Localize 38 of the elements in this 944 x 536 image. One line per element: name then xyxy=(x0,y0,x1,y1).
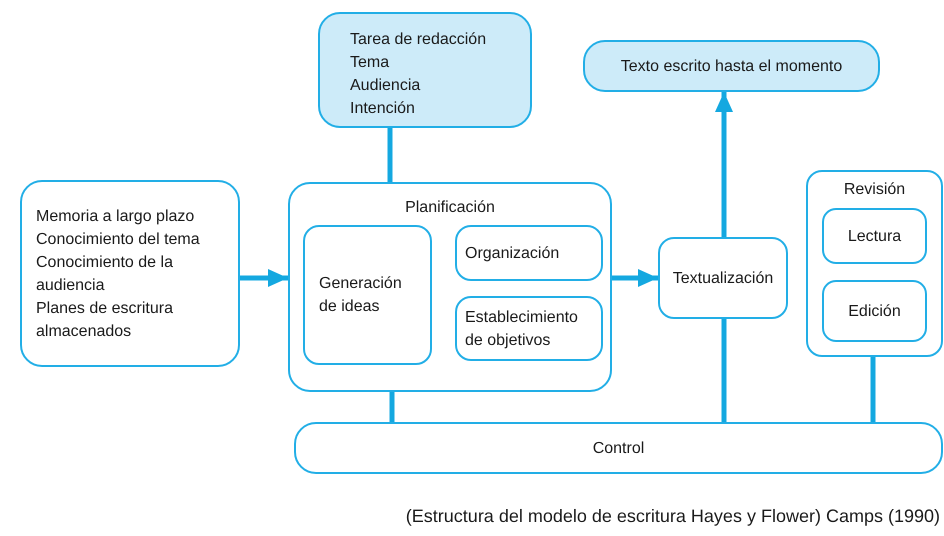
list-item: Audiencia xyxy=(350,76,422,96)
subprocess-box xyxy=(822,280,927,342)
list-item: Intención xyxy=(350,99,416,119)
subprocess-box xyxy=(455,225,603,281)
list-item: Memoria a largo plazo xyxy=(36,206,196,226)
process-box xyxy=(294,422,943,474)
process-box xyxy=(318,12,532,128)
group-title: Revisión xyxy=(844,180,906,200)
node-label: Lectura xyxy=(848,226,902,246)
node-label: Textualización xyxy=(672,268,774,288)
node-label: Organización xyxy=(465,244,560,264)
connector-line xyxy=(390,392,394,422)
connector-line xyxy=(388,128,392,182)
group-title: Planificación xyxy=(405,198,495,218)
subprocess-box xyxy=(455,296,603,361)
caption: (Estructura del modelo de escritura Hayes y Flower) Camps (1990) xyxy=(404,506,940,527)
node-label: Control xyxy=(592,438,644,458)
list-item: Tema xyxy=(350,53,390,73)
subprocess-box xyxy=(822,208,927,264)
node-label: Edición xyxy=(848,302,901,322)
node-label: Generación de ideas xyxy=(319,274,403,317)
group-box xyxy=(288,182,612,392)
arrow xyxy=(612,269,658,287)
list-item: Planes de escritura almacenados xyxy=(36,298,174,342)
process-box xyxy=(20,180,240,367)
list-item: Tarea de redacción xyxy=(350,30,488,50)
process-box xyxy=(583,40,880,92)
list-item: Conocimiento de la audiencia xyxy=(36,252,174,296)
process-box xyxy=(658,237,788,319)
arrow xyxy=(715,92,733,237)
subprocess-box xyxy=(303,225,432,365)
connector-line xyxy=(722,319,726,422)
group-box xyxy=(806,170,943,357)
node-label: Establecimiento de objetivos xyxy=(465,308,579,350)
arrow xyxy=(240,269,288,287)
connector-line xyxy=(870,357,876,422)
list-item: Conocimiento del tema xyxy=(36,230,201,250)
node-label: Texto escrito hasta el momento xyxy=(620,56,842,76)
